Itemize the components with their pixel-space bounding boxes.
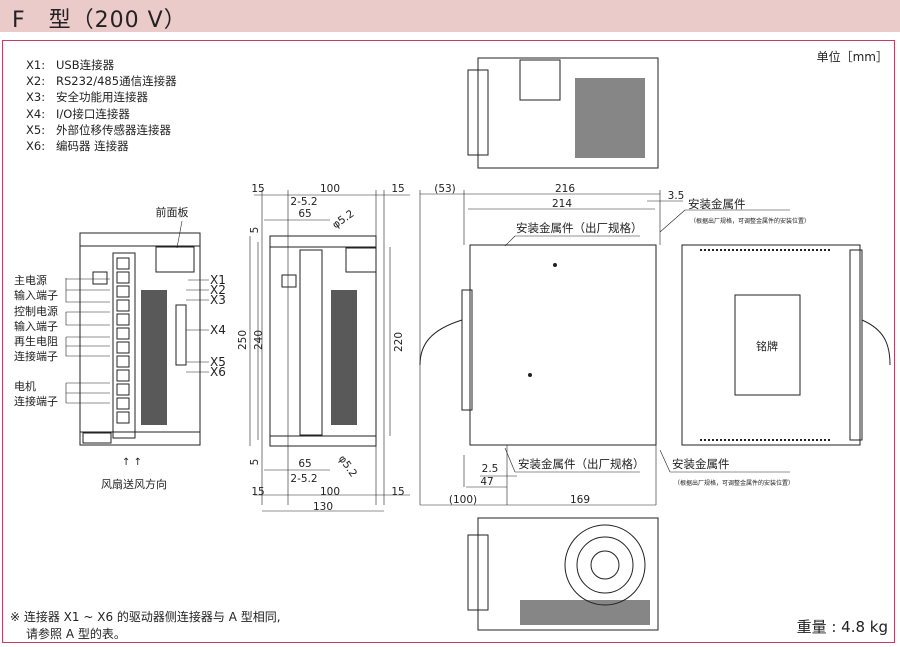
dim-label: 130 [313, 501, 333, 513]
terminal-screw [116, 313, 130, 326]
dim-label: 240 [253, 330, 265, 350]
dim-label: 169 [570, 494, 590, 506]
dim-label: φ5.2 [336, 453, 359, 479]
terminal-label: 输入端子 [14, 319, 58, 333]
front-view: 前面板 主电源 输入端子 控制电源 输入端子 再生电阻 连接端子 电机 连接端子… [14, 205, 226, 491]
terminal-screw [116, 341, 130, 354]
weight-label: 重量 : 4.8 kg [796, 618, 888, 636]
bracket-label: 安装金属件 [688, 197, 746, 211]
terminal-label: 电机 [14, 379, 36, 393]
heat-sink-slots [141, 290, 167, 425]
dim-label: 100 [320, 486, 340, 498]
dim-label: 5 [249, 227, 261, 234]
mounting-view: 15 100 15 2-5.2 65 φ5.2 5 250 240 220 5 … [237, 183, 410, 513]
terminal-screw [116, 383, 130, 396]
terminal-screw [116, 257, 130, 270]
connector-legend: X1:USB连接器 X2:RS232/485通信连接器 X3:安全功能用连接器 … [26, 57, 177, 154]
airflow-label: 风扇送风方向 [101, 477, 167, 491]
front-body [79, 232, 201, 446]
terminal-screw [116, 411, 130, 424]
legend-item: X1:USB连接器 [26, 58, 115, 72]
side-view: (53) 216 214 3.5 2.5 47 (100) 169 安装金属件（… [419, 183, 810, 506]
front-panel-display [155, 246, 195, 273]
x3-label: X3 [210, 293, 226, 307]
dim-label: 5 [249, 459, 261, 466]
dim-label: 15 [391, 183, 404, 195]
terminal-block [112, 252, 136, 439]
dim-label: (53) [434, 183, 456, 195]
dim-label: 15 [251, 486, 264, 498]
terminal-screw [116, 355, 130, 368]
x2-label: X2 [210, 283, 226, 297]
terminal-screw [116, 299, 130, 312]
footnote-line: ※ 连接器 X1 ~ X6 的驱动器侧连接器与 A 型相同, [10, 610, 281, 624]
dim-label: 2-5.2 [290, 473, 317, 485]
section-header: F 型（200 V） [0, 0, 900, 33]
bracket-label: 安装金属件 [672, 457, 730, 471]
terminal-screw [116, 369, 130, 382]
dim-label: 216 [555, 183, 575, 195]
front-panel-label: 前面板 [156, 205, 189, 219]
dim-label: 250 [237, 330, 249, 350]
legend-item: X5:外部位移传感器连接器 [26, 122, 171, 137]
legend-item: X4:I/O接口连接器 [26, 106, 130, 121]
x1-label: X1 [210, 273, 226, 287]
dim-label: 65 [298, 458, 311, 470]
dim-label: 3.5 [668, 190, 685, 202]
dim-label: 2-5.2 [290, 196, 317, 208]
dim-label: 214 [552, 198, 572, 210]
terminal-label: 主电源 [14, 273, 47, 287]
dim-label: 47 [480, 476, 493, 488]
dim-label: 15 [391, 486, 404, 498]
bracket-note: （根据出厂规格，可调整金属件的安装位置） [690, 217, 810, 225]
legend-item: X3:安全功能用连接器 [26, 90, 148, 105]
footnote-line: 请参照 A 型的表。 [26, 627, 126, 641]
dim-label: 100 [320, 183, 340, 195]
terminal-screw [116, 271, 130, 284]
unit-label: 单位［mm］ [816, 50, 888, 64]
legend-item: X2:RS232/485通信连接器 [26, 74, 177, 89]
bracket-note: （根据出厂规格，可调整金属件的安装位置） [674, 479, 794, 487]
x4-connector [175, 304, 187, 366]
dim-label: (100) [449, 494, 477, 506]
section-title: F 型（200 V） [12, 8, 187, 33]
terminal-screw [116, 397, 130, 410]
x4-label: X4 [210, 323, 226, 337]
dim-label: 2.5 [482, 463, 499, 475]
legend-item: X6:编码器 连接器 [26, 139, 129, 154]
terminal-label: 再生电阻 [14, 334, 58, 348]
dim-label: 65 [298, 208, 311, 220]
top-view [467, 57, 659, 169]
footnote: ※ 连接器 X1 ~ X6 的驱动器侧连接器与 A 型相同, 请参照 A 型的表… [10, 609, 281, 643]
rear-side-view: 铭牌 [681, 244, 891, 446]
terminal-screw [116, 285, 130, 298]
dim-label: 15 [251, 183, 264, 195]
dim-label: 220 [393, 332, 405, 352]
terminal-screw [116, 327, 130, 340]
terminal-label: 连接端子 [14, 395, 58, 408]
terminal-label: 连接端子 [14, 350, 58, 363]
airflow-arrows: ↑ ↑ [122, 457, 142, 468]
dim-label: φ5.2 [330, 208, 356, 231]
terminal-label: 输入端子 [14, 288, 58, 302]
terminal-label: 控制电源 [14, 304, 58, 318]
x5-label: X5 [210, 355, 226, 369]
bracket-factory-label: 安装金属件（出厂规格） [516, 221, 643, 235]
nameplate-label: 铭牌 [756, 339, 778, 353]
bracket-factory-label: 安装金属件（出厂规格） [518, 457, 645, 471]
drawing-frame [2, 40, 895, 643]
x6-label: X6 [210, 365, 226, 379]
nameplate [734, 294, 801, 396]
bottom-view [467, 517, 659, 631]
